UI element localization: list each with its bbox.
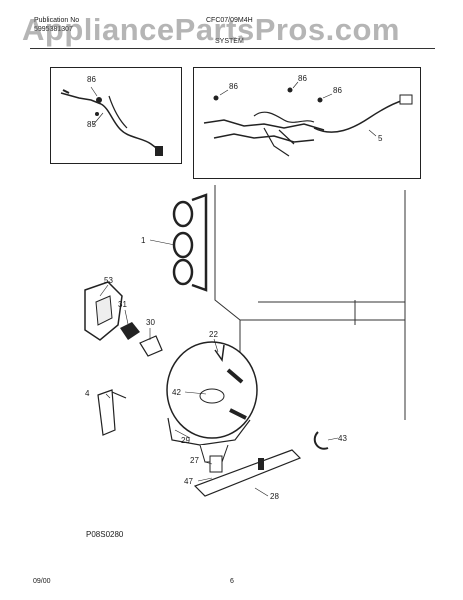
callout-47: 47 <box>184 477 193 486</box>
callout-31: 31 <box>118 300 127 309</box>
callout-86-left: 86 <box>87 75 96 84</box>
publication-label: Publication No <box>34 17 80 24</box>
section-title: SYSTEM <box>215 38 244 45</box>
callout-85: 85 <box>87 120 96 129</box>
callout-29: 29 <box>181 436 190 445</box>
callout-43: 43 <box>338 434 347 443</box>
figure-code: P08S0280 <box>86 530 124 539</box>
callout-1: 1 <box>141 236 146 245</box>
inset-left-frame: 86 85 <box>50 67 182 164</box>
header-rule <box>30 48 435 49</box>
watermark: AppliancePartsPros.com <box>22 12 400 47</box>
callout-4: 4 <box>85 389 90 398</box>
harness-left-drawing <box>60 86 163 156</box>
harness-right-drawing <box>203 81 413 157</box>
model-number: CFC07/09M4H <box>206 17 253 24</box>
callout-86-c: 86 <box>333 86 342 95</box>
callout-28: 28 <box>270 492 279 501</box>
callout-86-a: 86 <box>229 82 238 91</box>
callout-30: 30 <box>146 318 155 327</box>
callout-53: 53 <box>104 276 113 285</box>
inset-right-frame: 86 86 86 5 <box>193 67 421 179</box>
page-number: 6 <box>230 578 234 585</box>
callout-22: 22 <box>209 330 218 339</box>
callout-27: 27 <box>190 456 199 465</box>
callout-42: 42 <box>172 388 181 397</box>
footer-date: 09/00 <box>33 578 51 585</box>
callout-86-b: 86 <box>298 74 307 83</box>
callout-5: 5 <box>378 134 383 143</box>
publication-number: 5995381307 <box>34 26 73 33</box>
